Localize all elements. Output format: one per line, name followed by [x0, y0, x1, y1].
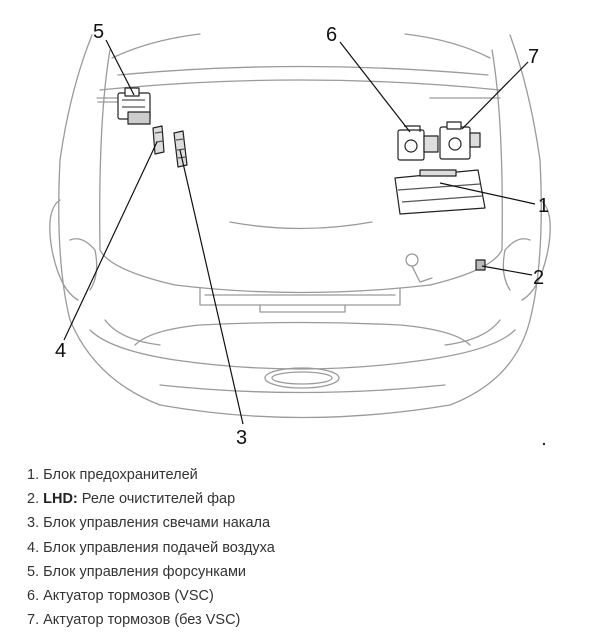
callout-1: 1	[538, 195, 549, 217]
callout-5: 5	[93, 21, 104, 43]
legend-item-brake-actuator-vsc: 6. Актуатор тормозов (VSC)	[27, 588, 214, 605]
callout-2: 2	[533, 267, 544, 289]
callout-3: 3	[236, 427, 247, 449]
brake-actuator-no-vsc	[439, 121, 481, 160]
fuse-box	[394, 169, 486, 215]
legend-item-injector-control: 5. Блок управления форсунками	[27, 563, 247, 580]
engine-bay-diagram: 1 2 3 4 5 6 7	[49, 21, 551, 449]
legend-item-fuse-box: 1. Блок предохранителей	[27, 467, 198, 483]
legend-item-rest: Реле очистителей фар	[77, 491, 236, 508]
legend-item-brake-actuator-no-vsc: 7. Актуатор тормозов (без VSC)	[27, 612, 241, 629]
legend-item-air-control: 4. Блок управления подачей воздуха	[27, 539, 275, 556]
legend-item-bold-label: LHD:	[43, 491, 78, 508]
dot-mark	[542, 442, 546, 446]
headlight-cleaner-relay	[475, 259, 486, 271]
air-control-unit	[152, 125, 165, 155]
components	[117, 87, 486, 271]
callout-7: 7	[528, 46, 539, 68]
legend-item-prefix: 2.	[27, 491, 44, 508]
component-legend: 1. Блок предохранителей 2. LHD: Реле очи…	[27, 463, 275, 632]
callout-4: 4	[55, 340, 66, 362]
callouts: 1 2 3 4 5 6 7	[55, 21, 549, 449]
legend-item-headlight-cleaner-relay: 2. LHD: Реле очистителей фар	[27, 487, 275, 511]
glow-plug-control-unit	[173, 130, 188, 168]
callout-6: 6	[326, 24, 337, 46]
leader-lines	[63, 39, 536, 425]
legend-item-glow-plug-control: 3. Блок управления свечами накала	[27, 515, 271, 532]
brake-actuator-vsc	[397, 125, 439, 161]
injector-control-unit	[117, 87, 151, 125]
